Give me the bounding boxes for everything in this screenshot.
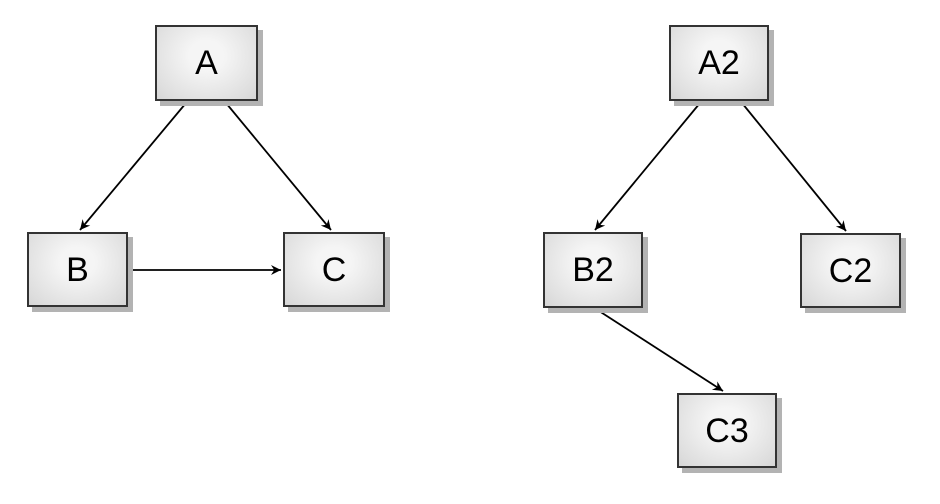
edge-A2-to-C2[interactable] xyxy=(741,102,847,232)
node-label-C2: C2 xyxy=(828,251,873,290)
edge-A-to-C[interactable] xyxy=(225,102,332,231)
node-B[interactable]: B xyxy=(27,232,128,307)
node-label-B2: B2 xyxy=(572,251,614,289)
node-C3[interactable]: C3 xyxy=(677,393,777,468)
node-A2[interactable]: A2 xyxy=(669,25,769,101)
node-C2[interactable]: C2 xyxy=(800,233,901,308)
node-label-C: C xyxy=(321,250,347,289)
edge-A2-to-B2[interactable] xyxy=(594,102,701,231)
node-label-A2: A2 xyxy=(698,44,740,82)
node-label-C3: C3 xyxy=(705,411,749,450)
node-A[interactable]: A xyxy=(155,25,258,101)
node-B2[interactable]: B2 xyxy=(543,232,643,308)
edge-A-to-B[interactable] xyxy=(79,102,187,231)
node-C[interactable]: C xyxy=(283,232,385,307)
node-label-A: A xyxy=(195,44,218,82)
edge-B2-to-C3[interactable] xyxy=(595,308,724,392)
node-label-B: B xyxy=(66,250,89,289)
